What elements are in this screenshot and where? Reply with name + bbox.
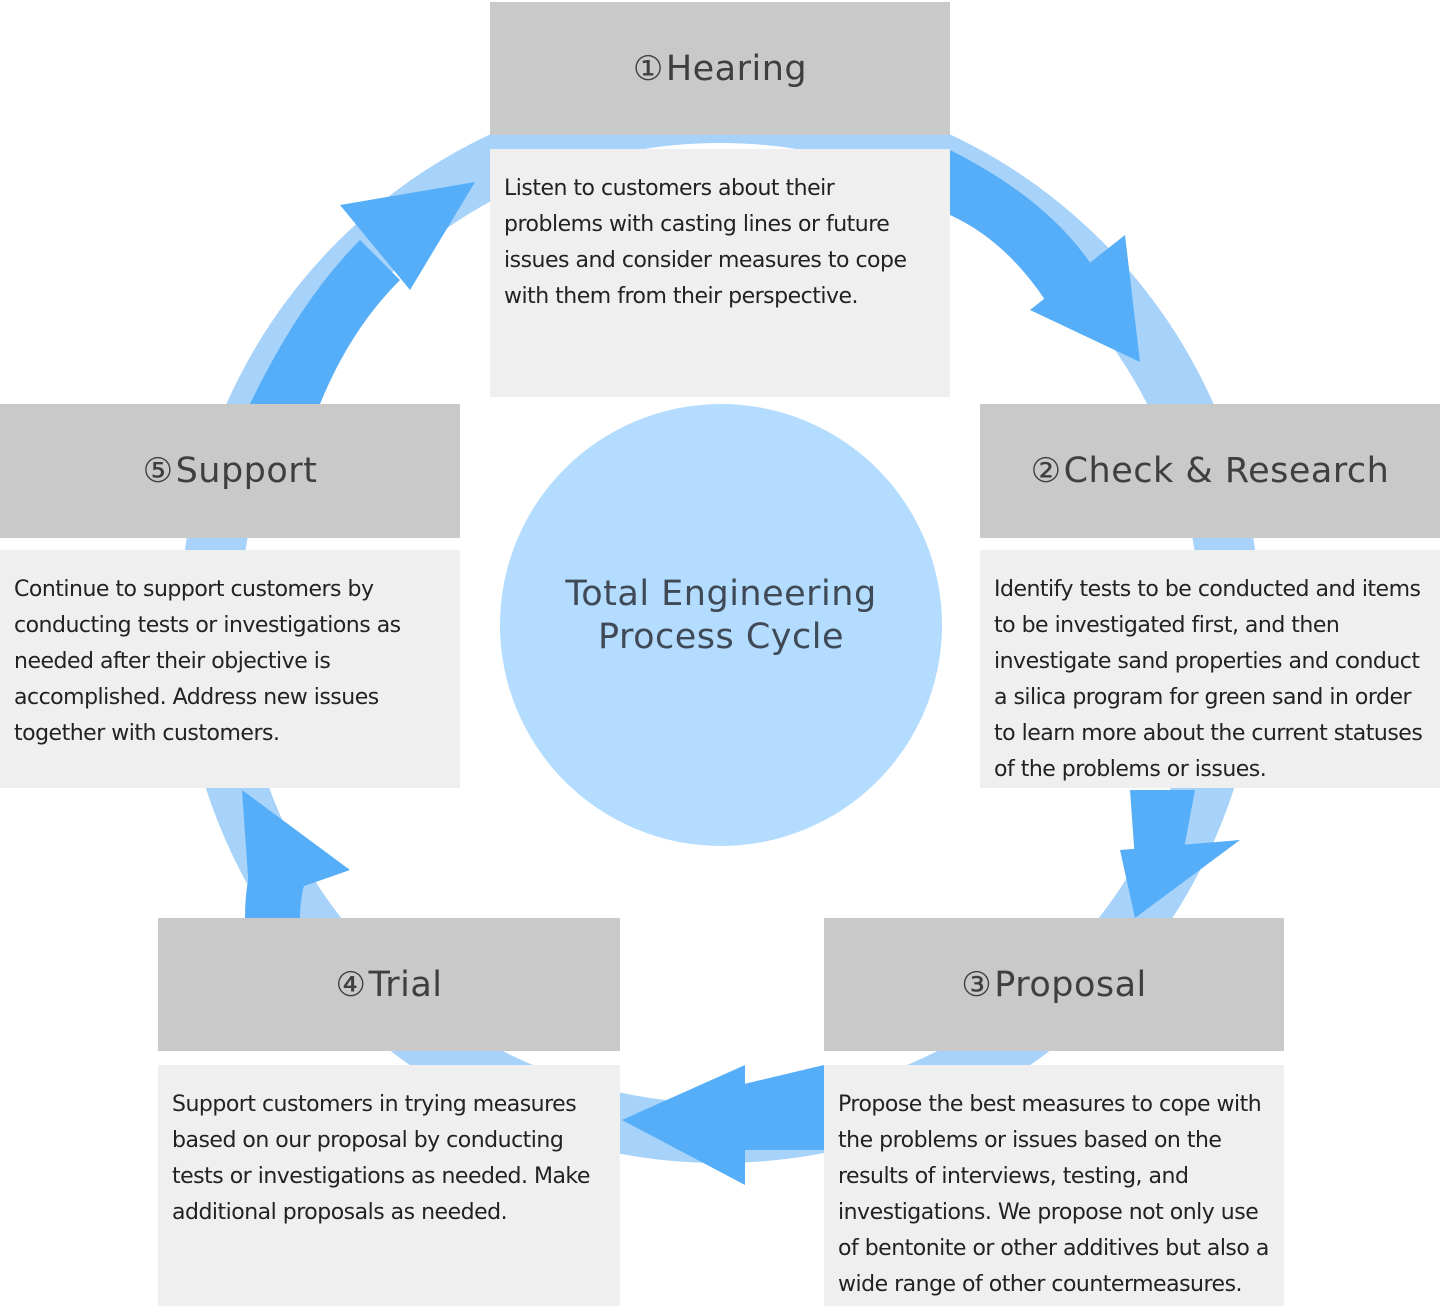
arrow-trial-to-support xyxy=(242,790,350,918)
step-description: Support customers in trying measures bas… xyxy=(172,1092,590,1225)
step-title: Check & Research xyxy=(1063,451,1390,491)
step-description: Identify tests to be conducted and items… xyxy=(994,577,1423,782)
arrow-hearing-to-check xyxy=(950,150,1140,362)
step-description-box: Propose the best measures to cope with t… xyxy=(824,1065,1284,1306)
step-number: ⑤ xyxy=(142,451,174,491)
step-description: Listen to customers about their problems… xyxy=(504,176,907,309)
step-number: ③ xyxy=(961,964,993,1005)
step-description-box: Listen to customers about their problems… xyxy=(490,149,950,397)
step-description: Propose the best measures to cope with t… xyxy=(838,1092,1269,1297)
step-description-box: Support customers in trying measures bas… xyxy=(158,1065,620,1306)
arrow-check-to-proposal xyxy=(1120,790,1240,918)
step-title: Support xyxy=(175,451,318,491)
step-number: ① xyxy=(632,48,664,89)
center-title: Total Engineering Process Cycle xyxy=(565,574,877,657)
step-number: ② xyxy=(1030,451,1062,491)
arrow-support-to-hearing xyxy=(250,182,475,404)
step-title: Trial xyxy=(368,964,443,1005)
center-circle: Total Engineering Process Cycle xyxy=(500,404,942,846)
step-title: Proposal xyxy=(994,964,1147,1005)
step-description-box: Continue to support customers by conduct… xyxy=(0,550,460,788)
step-description: Continue to support customers by conduct… xyxy=(14,577,401,746)
step-description-box: Identify tests to be conducted and items… xyxy=(980,550,1440,788)
step-title: Hearing xyxy=(665,48,808,89)
step-number: ④ xyxy=(335,964,367,1005)
arrow-proposal-to-trial xyxy=(622,1065,824,1185)
